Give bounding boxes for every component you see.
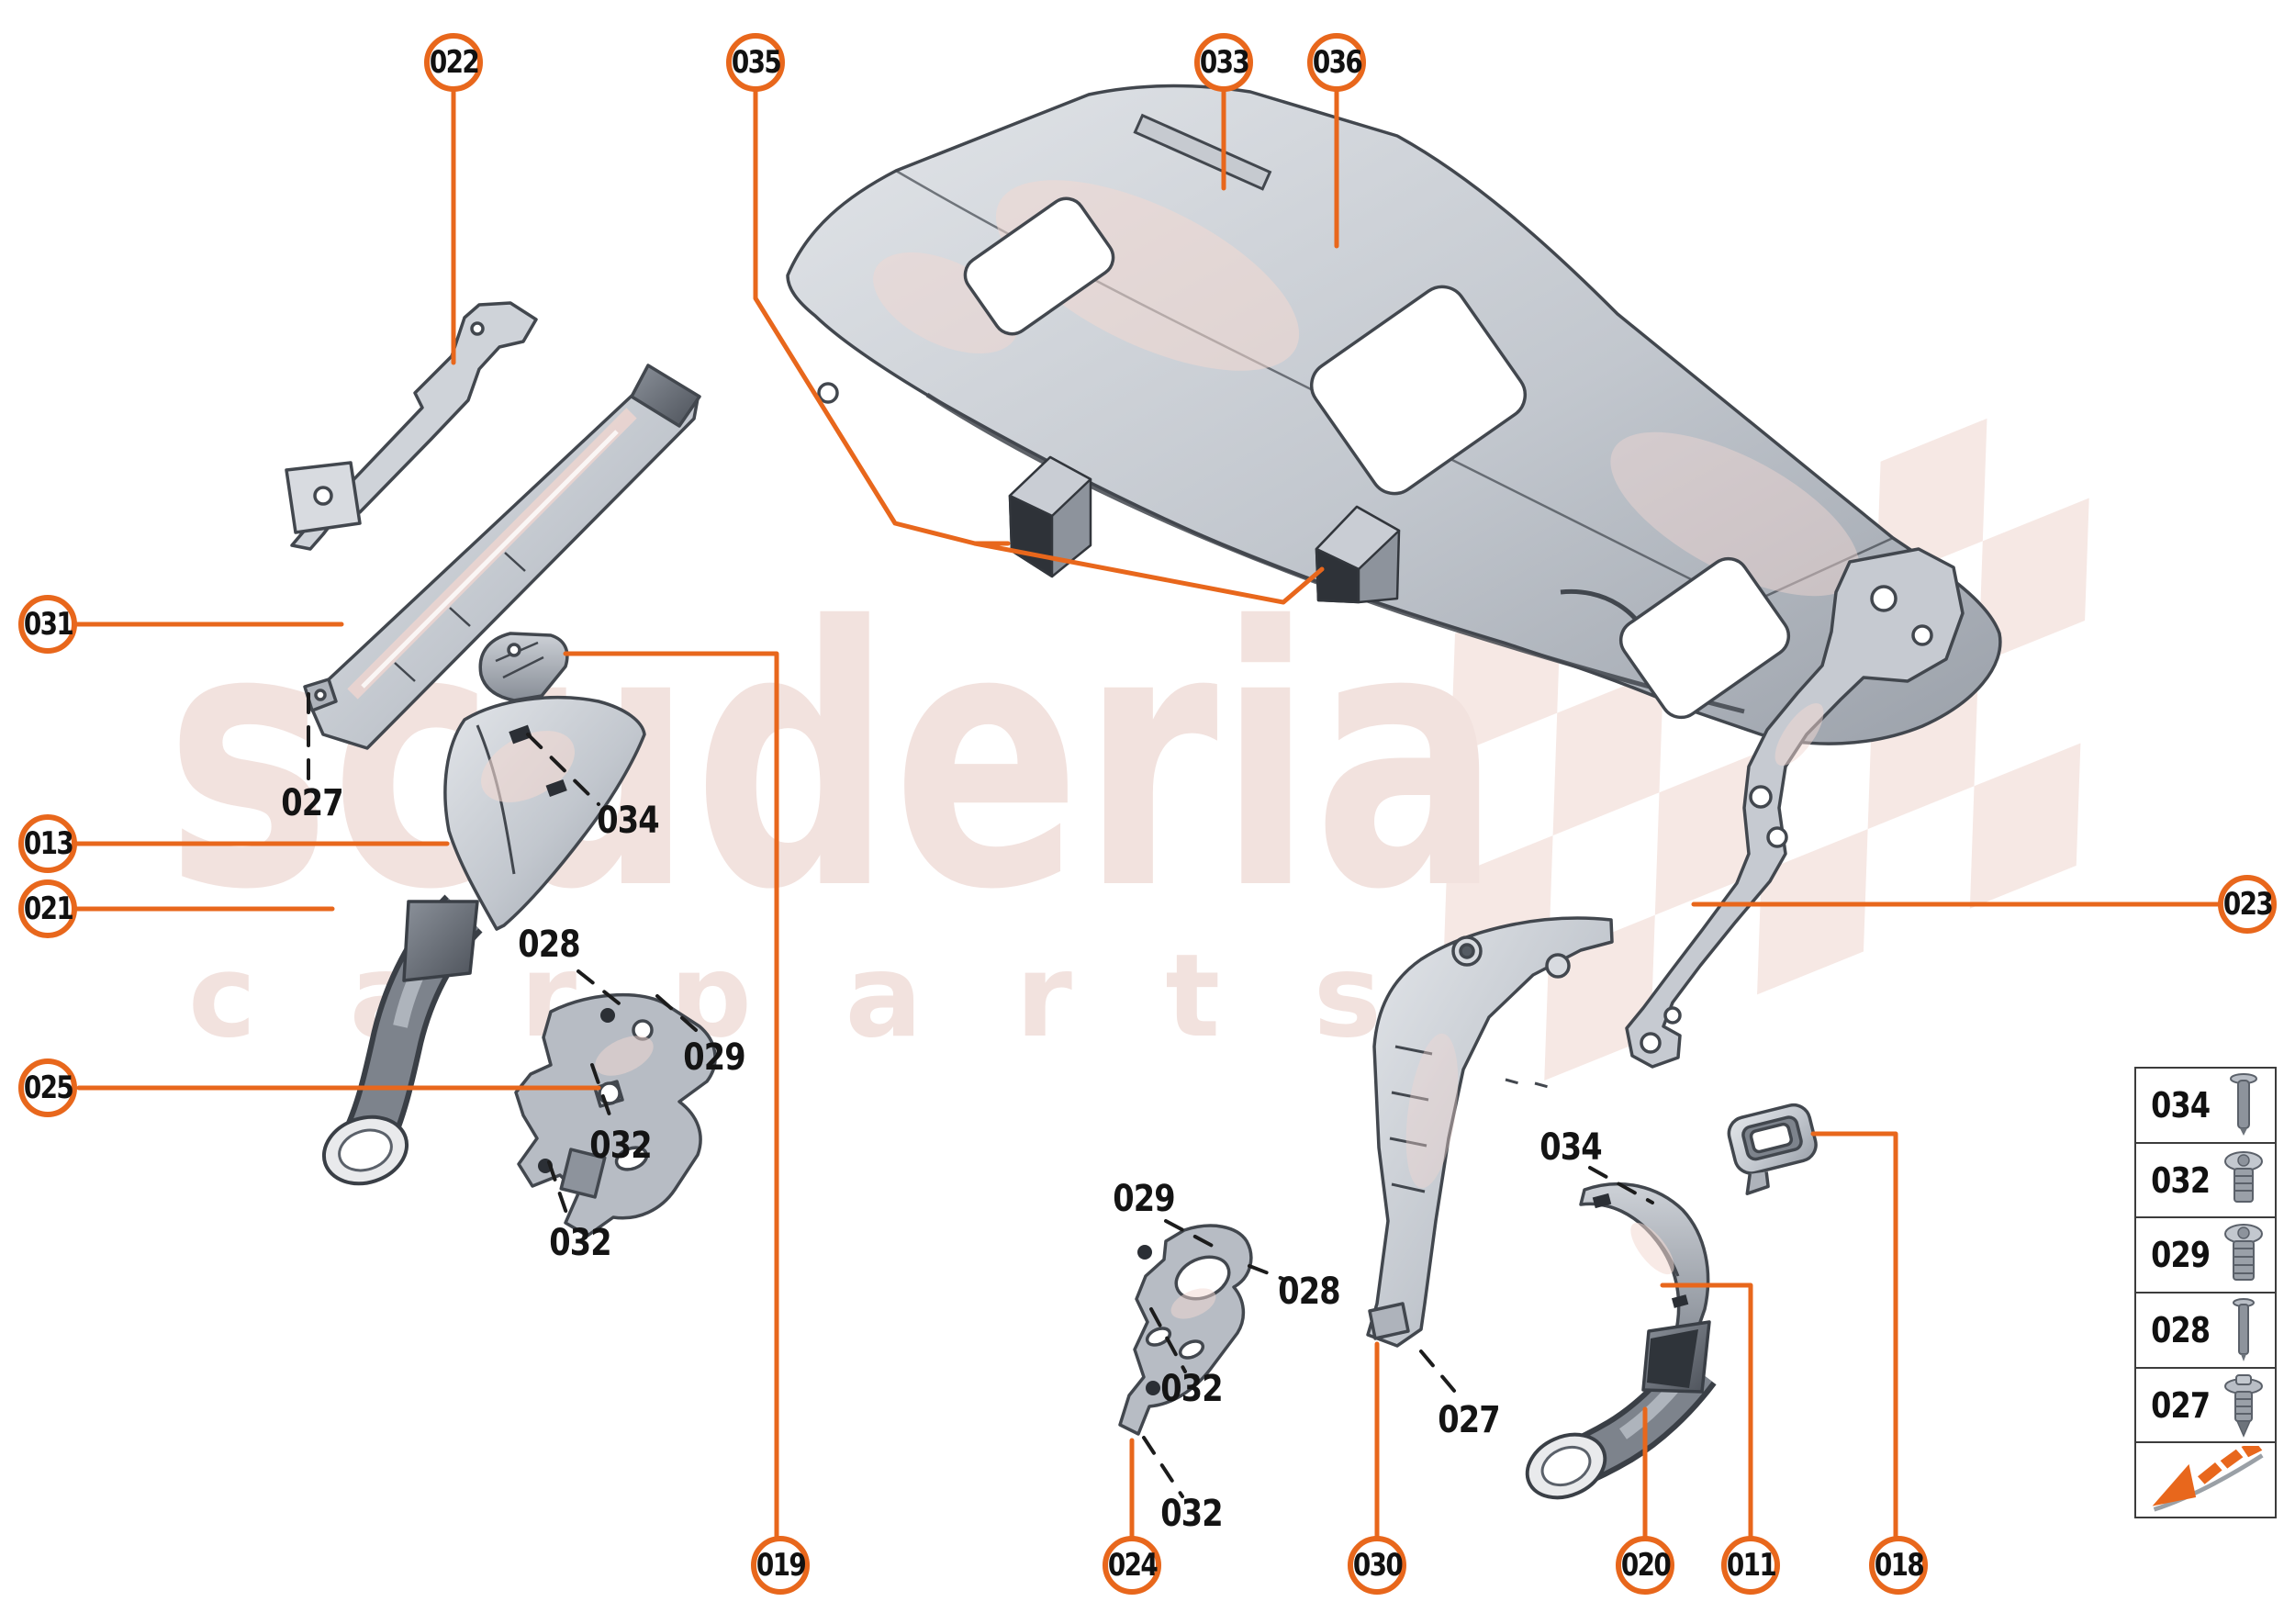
fastener-label-032-left-1: 032	[589, 1125, 652, 1167]
part-right-duct	[1525, 1320, 1717, 1500]
callout-036-label: 036	[1312, 44, 1362, 81]
part-long-trim-panel	[303, 364, 701, 750]
legend-row-034: 034	[2136, 1069, 2275, 1144]
part-left-duct	[321, 894, 483, 1186]
screw-pointed-icon	[2220, 1372, 2267, 1439]
part-curved-trim	[1579, 1182, 1710, 1348]
part-a-pillar-trim	[1366, 916, 1614, 1348]
callout-020-label: 020	[1620, 1547, 1671, 1584]
legend-row-028: 028	[2136, 1294, 2275, 1369]
fastener-label-029-left: 029	[683, 1036, 745, 1079]
callout-022-label: 022	[429, 44, 479, 81]
legend-row-032: 032	[2136, 1144, 2275, 1219]
fastener-legend-table: 034 032 029	[2134, 1067, 2277, 1518]
fastener-label-032-mid-1: 032	[1160, 1368, 1223, 1410]
callout-013-label: 013	[23, 825, 73, 862]
fastener-label-032-mid-2: 032	[1160, 1493, 1223, 1535]
callout-019-label: 019	[756, 1547, 806, 1584]
callout-035[interactable]: 035	[726, 33, 785, 92]
callout-024-label: 024	[1107, 1547, 1158, 1584]
part-cluster-surround-panel	[443, 696, 646, 931]
callout-019[interactable]: 019	[751, 1536, 810, 1595]
callout-036[interactable]: 036	[1307, 33, 1366, 92]
fastener-label-027-right: 027	[1438, 1399, 1500, 1441]
fastener-label-029-mid: 029	[1113, 1178, 1175, 1220]
scuderia-arrow-logo	[2145, 1443, 2267, 1517]
pin-thin-icon	[2220, 1297, 2267, 1363]
part-cube-b	[1315, 505, 1401, 604]
screw-pan-short-icon	[2220, 1148, 2267, 1214]
fastener-label-027-left: 027	[281, 782, 343, 824]
callout-033-label: 033	[1199, 44, 1249, 81]
fastener-label-034-left: 034	[597, 800, 659, 842]
callout-022[interactable]: 022	[424, 33, 483, 92]
callout-leader-lines	[74, 89, 2221, 1539]
callout-018[interactable]: 018	[1869, 1536, 1928, 1595]
part-column-bracket	[514, 992, 717, 1238]
screw-pan-icon	[2220, 1222, 2267, 1288]
part-lower-bracket	[1118, 1224, 1253, 1436]
legend-row-027: 027	[2136, 1369, 2275, 1444]
callout-013[interactable]: 013	[18, 814, 77, 873]
part-switch-bezel	[1727, 1103, 1818, 1195]
fastener-label-028-mid: 028	[1278, 1271, 1340, 1313]
fastener-label-034-right: 034	[1539, 1126, 1602, 1169]
callout-023-label: 023	[2222, 886, 2273, 923]
callout-021-label: 021	[23, 890, 73, 927]
legend-label-034: 034	[2151, 1084, 2211, 1126]
fastener-label-028-left: 028	[518, 924, 580, 966]
callout-031[interactable]: 031	[18, 595, 77, 654]
fastener-pointer-lines	[307, 692, 1654, 1498]
callout-023[interactable]: 023	[2218, 875, 2277, 934]
fastener-label-032-left-2: 032	[549, 1222, 611, 1264]
callout-021[interactable]: 021	[18, 879, 77, 938]
callout-011[interactable]: 011	[1721, 1536, 1780, 1595]
callout-030[interactable]: 030	[1348, 1536, 1406, 1595]
part-hinge-bracket	[1625, 547, 1965, 1069]
callout-030-label: 030	[1352, 1547, 1403, 1584]
callout-025-label: 025	[23, 1070, 73, 1106]
callout-011-label: 011	[1726, 1547, 1776, 1584]
callout-035-label: 035	[731, 44, 781, 81]
callout-031-label: 031	[23, 606, 73, 643]
watermark-word-1: scuderia	[165, 551, 1501, 968]
legend-row-029: 029	[2136, 1218, 2275, 1294]
callout-020[interactable]: 020	[1616, 1536, 1674, 1595]
callout-033[interactable]: 033	[1194, 33, 1253, 92]
legend-label-032: 032	[2151, 1159, 2211, 1201]
part-thin-bracket-strip	[285, 301, 538, 551]
legend-label-028: 028	[2151, 1309, 2211, 1350]
part-windscreen-cowl-panel	[786, 84, 2002, 745]
callout-018-label: 018	[1874, 1547, 1924, 1584]
part-trim-strip	[1133, 113, 1272, 191]
callout-025[interactable]: 025	[18, 1058, 77, 1117]
callout-024[interactable]: 024	[1103, 1536, 1161, 1595]
legend-row-logo	[2136, 1443, 2275, 1517]
pin-long-icon	[2220, 1072, 2267, 1138]
legend-label-029: 029	[2151, 1235, 2211, 1276]
legend-label-027: 027	[2151, 1384, 2211, 1426]
part-small-top-cover	[478, 632, 569, 702]
